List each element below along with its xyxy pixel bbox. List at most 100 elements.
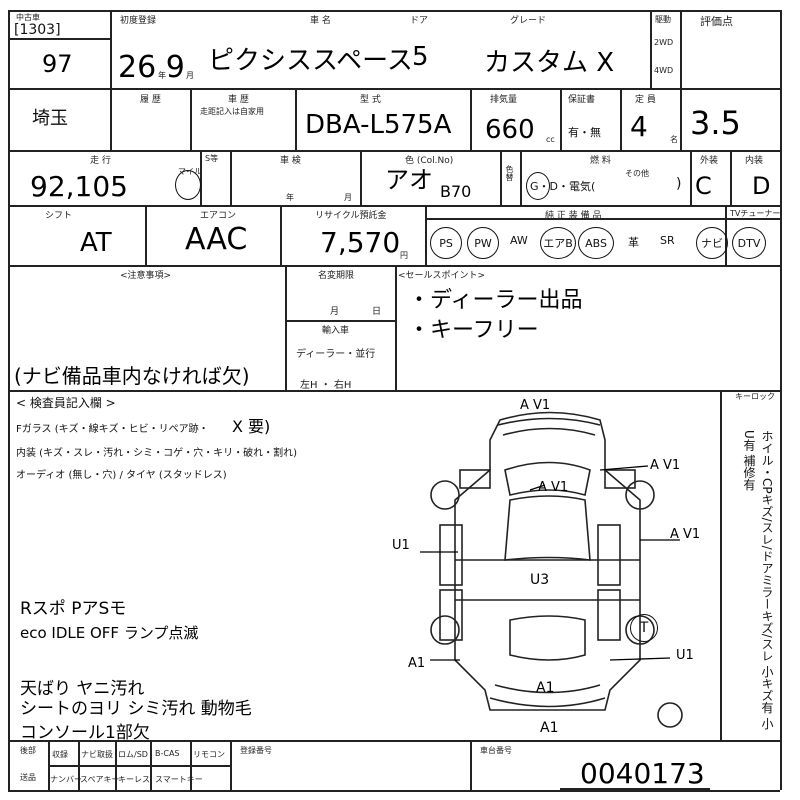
- score-number: 97: [42, 50, 73, 78]
- drive-label: 駆動: [655, 15, 671, 24]
- prefecture: 埼玉: [32, 108, 68, 129]
- mark-rear: A1: [536, 680, 555, 696]
- cc-unit: cc: [546, 135, 555, 144]
- grade-value: カスタム X: [484, 48, 615, 78]
- caution-note: (ナビ備品車内なければ欠): [14, 364, 250, 388]
- import-label: 輸入車: [322, 326, 350, 336]
- grade-label: グレード: [510, 16, 547, 26]
- shaken-month: 月: [344, 193, 352, 202]
- footer-cell-4: B-CAS: [155, 749, 180, 758]
- equipment-aw: AW: [510, 234, 528, 247]
- register-label: 登録番号: [240, 746, 272, 755]
- color-value: アオ: [385, 166, 433, 194]
- car-history-label: 車 歴: [228, 95, 249, 105]
- capacity-label: 定 員: [635, 95, 656, 105]
- keylock-label: キーロック: [735, 392, 775, 401]
- steering-options: 左H ・ 右H: [300, 380, 352, 391]
- recycle-value: 7,570: [320, 226, 401, 259]
- capacity-value: 4: [630, 110, 648, 143]
- footer-cell-7: スペアキー: [80, 775, 120, 784]
- inspection-audio: オーディオ (無し・穴) / タイヤ (スタッドレス): [16, 470, 227, 481]
- mileage-unit: マイル: [178, 167, 202, 176]
- name-change-month: 月: [330, 307, 340, 317]
- inspection-note-3: 天ばり ヤニ汚れ: [20, 679, 145, 699]
- import-options: ディーラー・並行: [296, 349, 376, 360]
- inspection-glass: Fガラス (キズ・線キズ・ヒビ・リペア跡・: [16, 424, 209, 435]
- first-reg-label: 初度登録: [120, 16, 157, 26]
- chassis-underline: [560, 788, 710, 790]
- footer-cell-1: 収録: [52, 750, 68, 759]
- footer-cell-6: ナンバー: [50, 775, 82, 784]
- rating-label: 評価点: [700, 15, 733, 28]
- warranty-label: 保証書: [568, 95, 596, 105]
- mileage-label: 走 行: [90, 156, 111, 166]
- equipment-dtv: DTV: [732, 227, 766, 259]
- lot-code: [1303]: [14, 22, 61, 38]
- recycle-unit: 円: [400, 251, 408, 260]
- warranty-options: 有・無: [568, 126, 601, 139]
- interior-value: D: [752, 172, 771, 200]
- exterior-label: 外装: [700, 156, 719, 166]
- exterior-value: C: [695, 172, 712, 200]
- caution-label: <注意事項>: [120, 271, 172, 281]
- mark-right-rear: U1: [676, 648, 694, 663]
- inspection-note-5: コンソール1部欠: [20, 723, 150, 743]
- fuel-selected-circle: [526, 172, 550, 200]
- equipment-ps: PS: [430, 227, 462, 259]
- car-name-label: 車 名: [310, 16, 331, 26]
- inspection-side-text: ホイル・CPキズ/スレ/ドアミラーキズ/スレ 小キズ有 小U有 補修有: [742, 430, 774, 730]
- inspection-note-4: シートのヨリ シミ汚れ 動物毛: [20, 699, 252, 719]
- s-label: S等: [205, 154, 219, 163]
- mark-right-front: A V1: [650, 458, 681, 473]
- equipment-abs: ABS: [578, 227, 614, 259]
- mark-left-rear: A1: [408, 656, 426, 671]
- recycle-label: リサイクル預託金: [315, 211, 387, 221]
- inspection-interior: 内装 (キズ・スレ・汚れ・シミ・コゲ・穴・キリ・破れ・割れ): [16, 448, 297, 459]
- equipment-navi: ナビ: [696, 227, 728, 259]
- rear-label: 後部: [20, 746, 36, 755]
- doors-value: 5: [412, 42, 429, 72]
- footer-cell-3: ロム/SD: [118, 750, 148, 759]
- history-note: 走距記入は自家用: [200, 107, 264, 116]
- footer-cell-9: スマートキー: [155, 775, 203, 784]
- drive-4wd: 4WD: [654, 66, 674, 75]
- mark-roof: A V1: [538, 480, 569, 495]
- chassis-label: 車台番号: [480, 746, 512, 755]
- mark-left-door: U1: [392, 538, 410, 553]
- model-value: DBA-L575A: [305, 110, 452, 140]
- year-label: 年: [158, 71, 166, 80]
- drive-2wd: 2WD: [654, 38, 674, 47]
- aircon-value: AAC: [185, 222, 248, 257]
- sales-point-1: ・ディーラー出品: [408, 288, 583, 313]
- mark-front: A V1: [520, 398, 551, 413]
- color-change-label: 色替: [505, 165, 514, 181]
- footer-cell-8: キーレス: [118, 775, 150, 784]
- month-label: 月: [186, 71, 194, 80]
- equipment-leather: 革: [628, 236, 639, 249]
- color-label: 色 (Col.No): [405, 156, 454, 166]
- sales-points-label: <セールスポイント>: [398, 271, 486, 281]
- name-change-label: 名変期限: [318, 271, 355, 281]
- equipment-sr: SR: [660, 234, 675, 247]
- footer-cell-5: リモコン: [193, 750, 225, 759]
- equipment-label: 純 正 装 備 品: [545, 211, 602, 221]
- doors-label: ドア: [410, 16, 429, 26]
- mileage-unit-circle: [175, 170, 201, 200]
- mark-right-door: A V1: [670, 527, 701, 542]
- equipment-airbag: エアB: [540, 227, 576, 259]
- history-label: 履 歴: [140, 95, 161, 105]
- inspection-note-2: eco IDLE OFF ランプ点滅: [20, 624, 199, 642]
- tuner-label: TVチューナー: [730, 209, 781, 218]
- first-reg-value: 26 9: [118, 50, 185, 85]
- aircon-label: エアコン: [200, 211, 237, 221]
- color-code: B70: [440, 182, 472, 201]
- interior-label: 内装: [745, 156, 764, 166]
- origin-label: 中古車: [16, 13, 40, 22]
- shaken-label: 車 検: [280, 156, 301, 166]
- shift-value: AT: [80, 228, 112, 258]
- inspection-note-1: Rスポ PアSモ: [20, 599, 127, 619]
- equipment-pw: PW: [467, 227, 499, 259]
- model-label: 型 式: [360, 95, 381, 105]
- inspection-glass-mark: X 要): [232, 417, 271, 436]
